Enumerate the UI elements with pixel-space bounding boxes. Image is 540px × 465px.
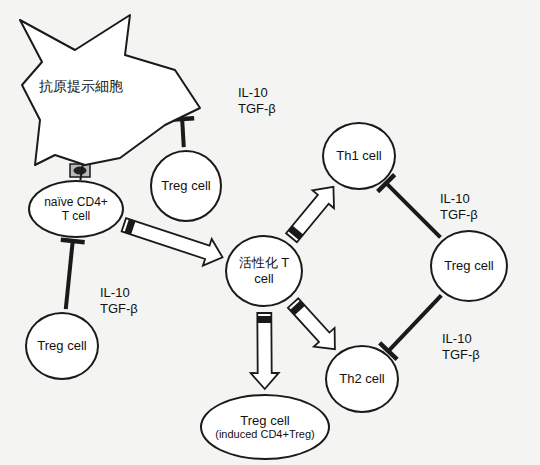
block-arrow [288, 298, 335, 349]
receptor-symbol [70, 164, 90, 177]
cell-name: Treg cell [444, 258, 493, 274]
cell-name: Treg cell [161, 178, 210, 194]
cytokine-label: IL-10 TGF-β [98, 284, 154, 319]
treg-cell: Treg cell [430, 230, 508, 302]
arrow-body [122, 218, 223, 266]
inhibition-line [170, 118, 194, 147]
arrow-stripe [290, 301, 305, 316]
inhibition-line [378, 175, 441, 238]
cell-note: (induced CD4+Treg) [215, 428, 315, 441]
arrow-body [288, 298, 335, 349]
cell-outline-shape [20, 15, 200, 165]
inhibition-bar [61, 240, 85, 242]
cell-name: Th1 cell [336, 148, 382, 164]
inhibition-line [380, 295, 442, 359]
cytokine-label: IL-10 TGF-β [440, 330, 496, 365]
cell-name: Th2 cell [339, 371, 385, 387]
antigen-symbol [74, 167, 87, 175]
arrow-stripe [288, 226, 303, 240]
connector-line [66, 241, 73, 309]
naive-t-cell: naïve CD4+ T cell [28, 180, 124, 238]
cell-name: 活性化 T cell [236, 255, 292, 286]
block-arrow [251, 313, 279, 389]
th1-cell: Th1 cell [322, 122, 396, 190]
arrow-body [251, 313, 279, 389]
connector-line [386, 183, 440, 237]
arrow-stripe [125, 219, 136, 235]
block-arrow [286, 187, 334, 242]
treg-cell: Treg cell [25, 312, 99, 380]
block-arrow [122, 218, 223, 266]
th2-cell: Th2 cell [325, 345, 399, 413]
cell-name: naïve CD4+ T cell [40, 195, 112, 224]
arrow-body [286, 187, 334, 242]
antigen-presenting-cell: 抗原提示細胞 [15, 15, 205, 170]
treg-cell: Treg cell [150, 150, 222, 222]
contact-line [80, 163, 83, 180]
inhibition-line [61, 240, 85, 309]
induced-treg-cell: Treg cell(induced CD4+Treg) [200, 394, 330, 460]
cell-name: 抗原提示細胞 [39, 78, 123, 95]
cell-name: Treg cell [240, 413, 289, 429]
connector-line [182, 119, 184, 147]
connector-line [388, 295, 441, 351]
cell-name: Treg cell [37, 338, 86, 354]
activated-t-cell: 活性化 T cell [225, 235, 303, 307]
cytokine-label: IL-10 TGF-β [438, 190, 494, 225]
cytokine-label: IL-10 TGF-β [236, 84, 292, 119]
connector-line [80, 163, 83, 180]
arrow-stripe [257, 316, 271, 323]
